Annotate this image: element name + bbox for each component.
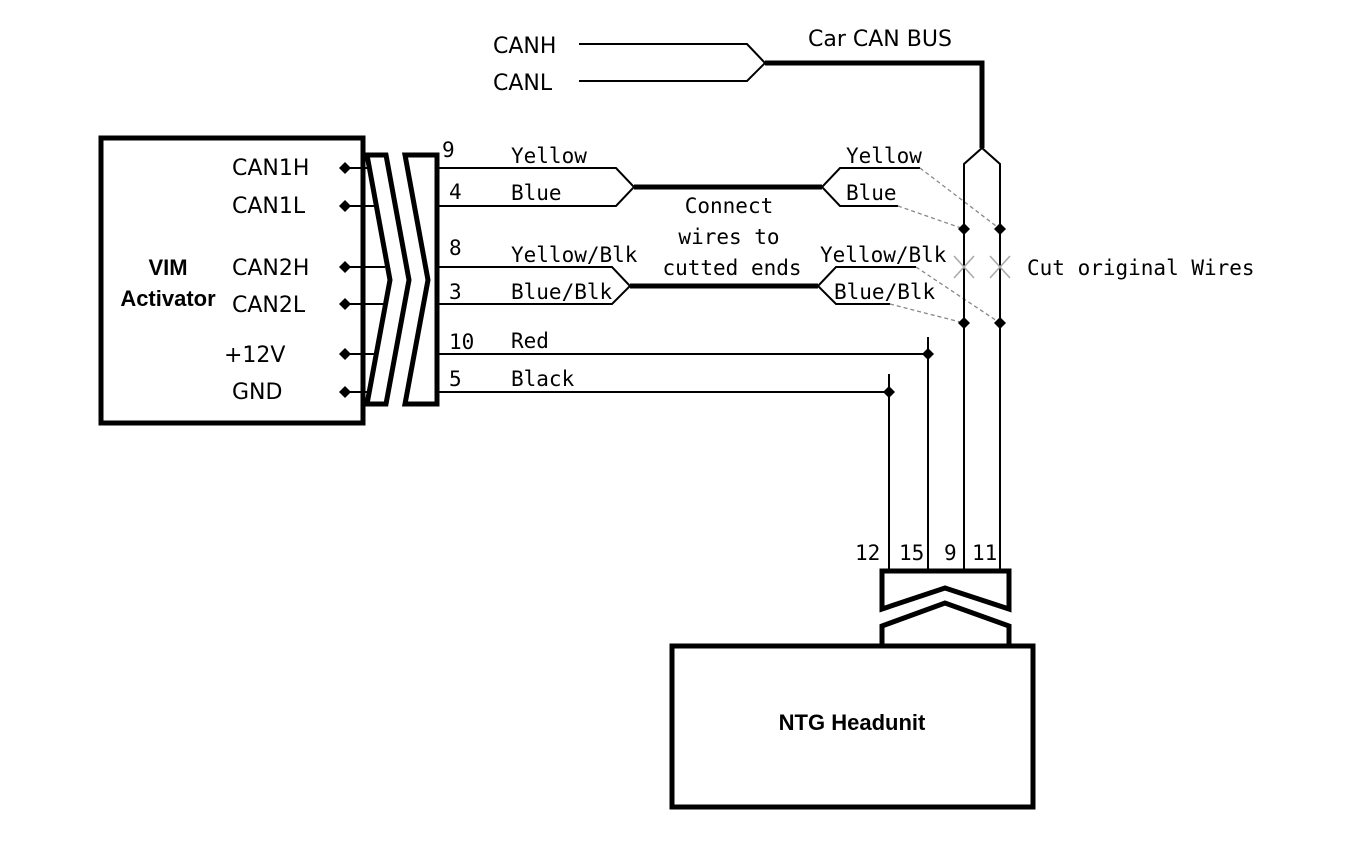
canl-label: CANL [493, 71, 553, 96]
junction-dot [922, 348, 934, 360]
vim-connector [363, 152, 440, 407]
dash-blue [897, 205, 965, 230]
headunit-connector [879, 568, 1012, 646]
headunit-can-wires [963, 146, 1001, 570]
canh-label: CANH [493, 34, 556, 59]
vim-pin-can1h: CAN1H [232, 156, 309, 181]
original-can2-ends [816, 266, 916, 305]
canl-wire [579, 62, 766, 82]
headunit-pin-11: 11 [972, 541, 997, 565]
wire-label-red: Red [511, 329, 549, 353]
harness-pin-3: 3 [449, 280, 462, 304]
vim-title-line1: VIM [148, 255, 187, 280]
car-can-bus: CANH CANL Car CAN BUS [493, 27, 985, 148]
canh-wire [579, 43, 766, 64]
original-label-yellow: Yellow [846, 144, 922, 168]
vim-pin-gnd: GND [232, 380, 282, 405]
vim-activator-box [98, 135, 366, 426]
junction-dot [994, 223, 1006, 235]
harness-pin-8: 8 [449, 236, 462, 260]
cut-mark [953, 255, 975, 279]
harness-pin-5: 5 [449, 367, 462, 391]
headunit-power [883, 337, 934, 570]
vim-connector-socket [401, 152, 440, 407]
junction-dot [958, 317, 970, 329]
splice-note-line2: wires to [678, 225, 779, 249]
headunit-pin-9: 9 [944, 541, 957, 565]
ntg-headunit-title: NTG Headunit [779, 710, 926, 735]
splice-note-line3: cutted ends [662, 256, 801, 280]
wire-label-yellow: Yellow [511, 144, 587, 168]
junction-dot [958, 223, 970, 235]
headunit-connector-plug [879, 600, 1012, 646]
harness-wires [437, 167, 928, 393]
headunit-pin-12: 12 [855, 541, 880, 565]
ntg-headunit-box [669, 643, 1036, 810]
harness-pin-4: 4 [449, 180, 462, 204]
headunit-connector-socket [879, 568, 1012, 613]
cut-original-wires-label: Cut original Wires [1027, 256, 1255, 280]
vim-title-line2: Activator [120, 286, 216, 311]
headunit-pin-15: 15 [899, 541, 924, 565]
vim-activator: VIM Activator CAN1H CAN1L CAN2H CAN2L +1… [98, 135, 385, 426]
original-can1-ends [820, 167, 920, 207]
vim-pin-can2h: CAN2H [232, 256, 309, 281]
dash-yellow-blk [915, 266, 1001, 324]
wire-label-yellow-blk: Yellow/Blk [511, 243, 638, 267]
original-label-blue: Blue [846, 181, 897, 205]
ntg-headunit: NTG Headunit [669, 643, 1036, 810]
dash-yellow [919, 167, 1001, 230]
headunit-can-pair: Cut original Wires [953, 146, 1255, 570]
car-bus-trunk [765, 60, 985, 148]
harness-labels: 9 4 8 3 10 5 Yellow Blue Yellow/Blk Blue… [442, 138, 638, 391]
junction-dot [883, 386, 895, 398]
harness-pin-10: 10 [449, 330, 474, 354]
vim-connector-plug [363, 152, 412, 407]
junction-dot [994, 317, 1006, 329]
car-can-bus-label: Car CAN BUS [808, 27, 952, 52]
wire-label-blue-blk: Blue/Blk [511, 280, 613, 304]
wire-label-black: Black [511, 367, 575, 391]
original-wire-ends: Yellow Blue Yellow/Blk Blue/Blk [816, 144, 1001, 324]
wire-label-blue: Blue [511, 181, 562, 205]
original-label-yellow-blk: Yellow/Blk [820, 243, 947, 267]
splice-note: Connect wires to cutted ends [662, 194, 801, 280]
vim-pin-can1l: CAN1L [232, 194, 306, 219]
harness-pin-9: 9 [442, 138, 455, 162]
vim-pin-markers [339, 162, 385, 398]
headunit-pin-labels: 12 15 9 11 [855, 541, 997, 565]
vim-pin-can2l: CAN2L [232, 293, 306, 318]
vim-pin-12v: +12V [224, 343, 285, 368]
cut-mark [989, 255, 1011, 279]
dash-blue-blk [889, 303, 965, 324]
original-label-blue-blk: Blue/Blk [834, 280, 936, 304]
splice-note-line1: Connect [685, 194, 774, 218]
